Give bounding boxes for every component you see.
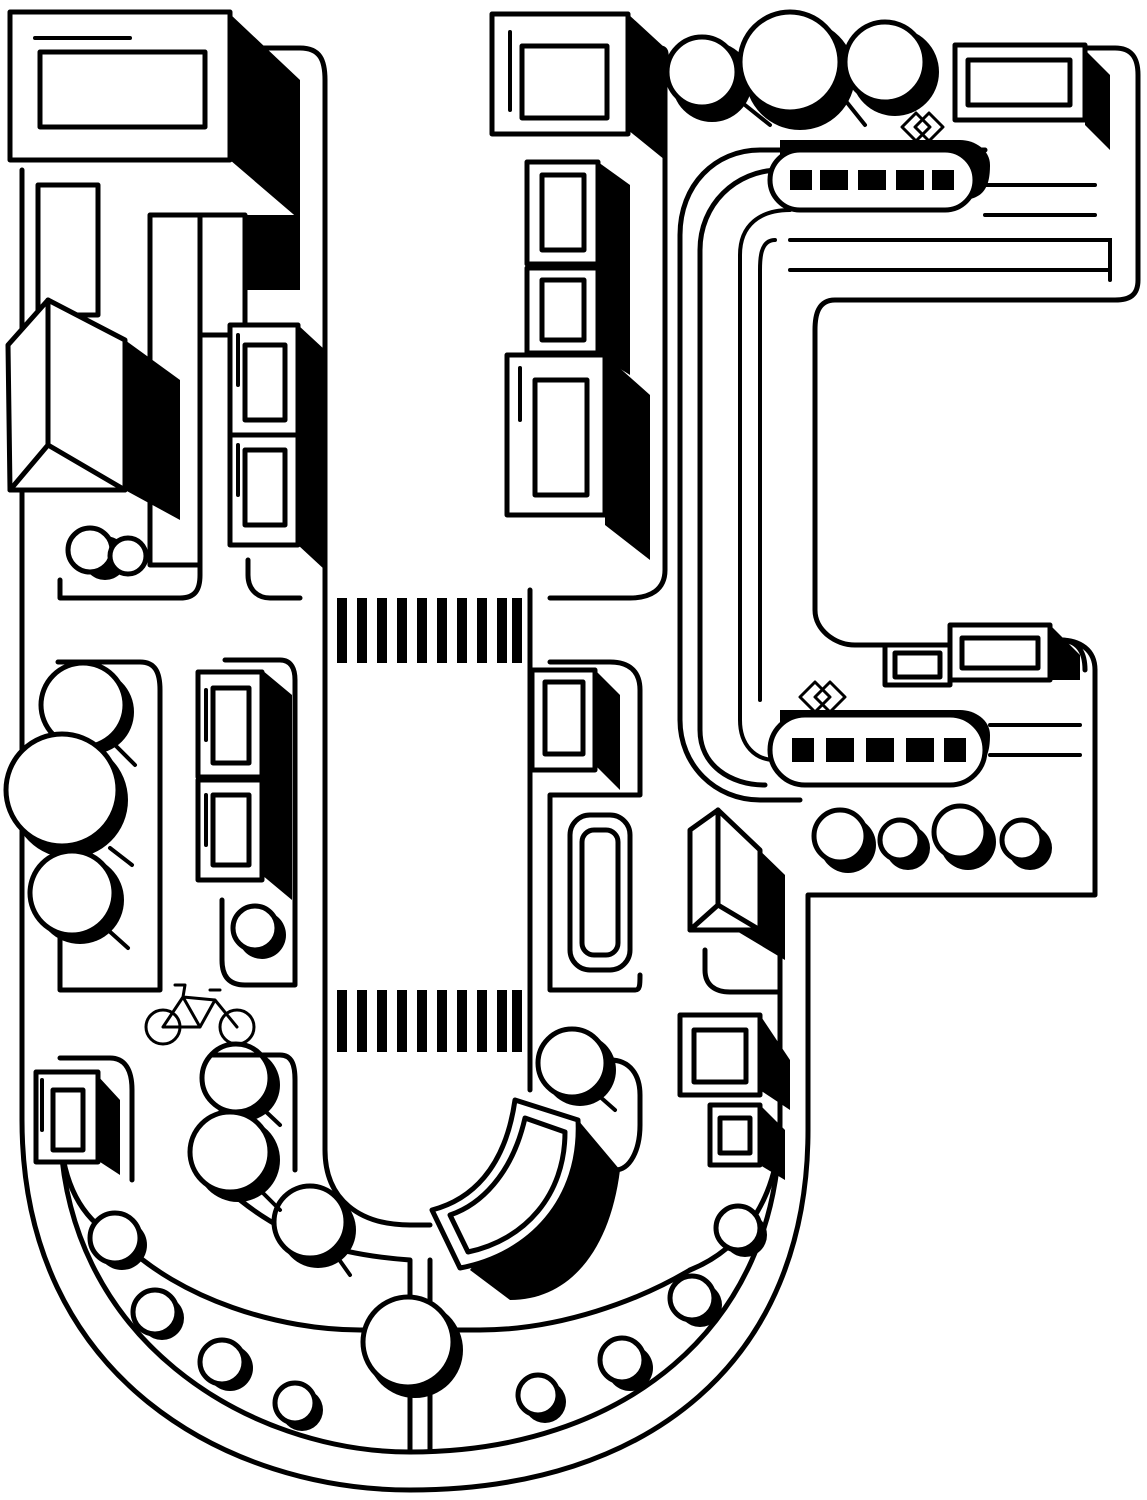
tram-icon [767,680,990,788]
planter [579,827,621,958]
building-icon [7,9,300,220]
bicycle-icon [144,983,256,1046]
building-icon [195,669,292,900]
building-icon [227,322,325,570]
tree-icon [811,803,1052,873]
tree-icon [187,1041,356,1277]
tree-icon [230,903,286,959]
crosswalk-icon [337,598,522,663]
building-icon [952,42,1110,150]
road-icon [607,1057,643,1173]
building-icon [33,1069,120,1175]
tree-icon [3,660,137,950]
building-icon [429,1097,620,1300]
road-icon [547,659,643,993]
road-icon [57,1055,135,1183]
tram-icon [767,111,990,213]
building-icon [5,297,180,520]
road-icon [55,659,163,993]
tram-track [677,147,1112,803]
building-icon [882,622,1080,688]
tree-icon [65,525,149,580]
tree-icon [664,9,939,130]
road-icon [245,557,303,601]
building-icon [529,667,620,790]
building-icon [524,159,630,375]
road-icon [57,297,203,601]
roundabout-icon [117,1237,693,1398]
building-icon [687,807,785,960]
road-icon [219,657,298,988]
building-icon [489,11,665,160]
tree-icon [87,1203,767,1431]
road-icon [209,1052,298,1173]
crosswalk-icon [337,990,522,1052]
building-icon [504,352,650,560]
road-icon [702,947,783,995]
tree-icon [535,1026,617,1112]
planter [567,812,633,973]
building-icon [677,1012,790,1180]
